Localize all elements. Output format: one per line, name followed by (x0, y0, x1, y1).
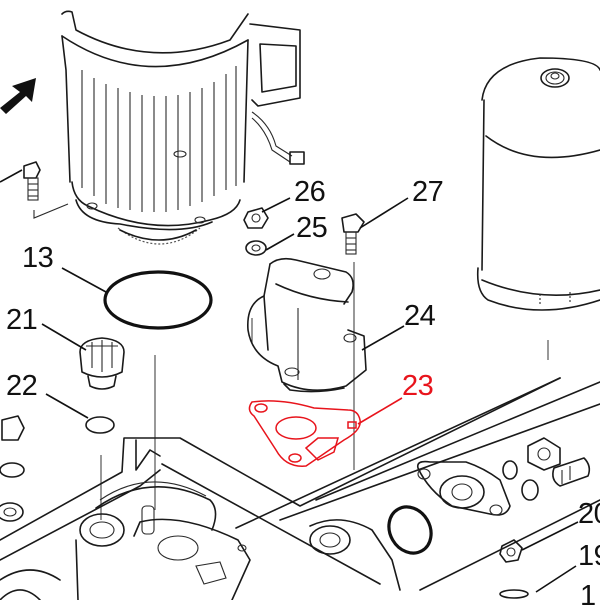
callout-13: 13 (22, 242, 54, 274)
callout-23: 23 (402, 370, 434, 402)
pump-housing (247, 257, 367, 393)
large-o-ring (103, 270, 213, 330)
filter-canister (476, 57, 600, 311)
left-nuts (0, 415, 25, 522)
callout-26: 26 (294, 176, 326, 208)
motor-assembly (61, 10, 305, 245)
callout-24: 24 (404, 300, 436, 332)
base-housing (0, 481, 251, 601)
right-base-components (309, 437, 591, 599)
gasket-23 (248, 400, 361, 467)
callout-20: 20 (578, 498, 600, 530)
callout-partial: 1 (580, 580, 596, 612)
direction-arrow-icon (0, 78, 36, 114)
callout-25: 25 (296, 212, 328, 244)
small-o-ring (85, 416, 115, 434)
base-outline (0, 377, 600, 591)
breather-plug (41, 323, 125, 390)
callout-22: 22 (6, 370, 38, 402)
callout-19: 19 (578, 540, 600, 572)
callout-27: 27 (412, 176, 444, 208)
bolt-27 (341, 213, 365, 255)
bolt-left (0, 161, 69, 219)
callout-21: 21 (6, 304, 38, 336)
washer-25 (245, 240, 267, 256)
nut-26 (243, 207, 269, 229)
